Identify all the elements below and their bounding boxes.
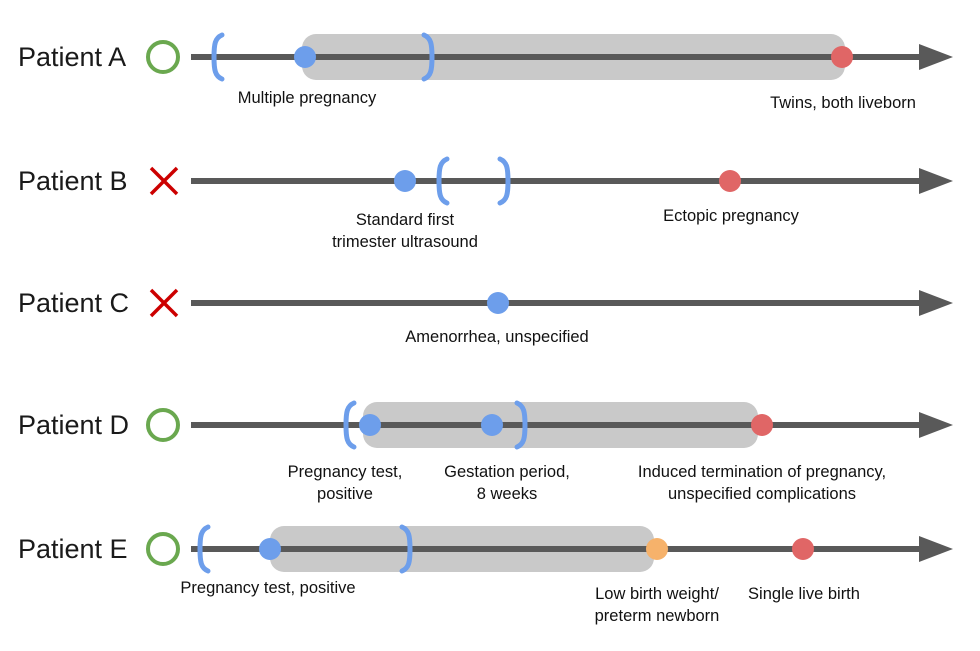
patient-label: Patient C [18,288,130,318]
outcome-dot [792,538,814,560]
outcome-dot [719,170,741,192]
timeline-line [191,54,919,60]
patient-label: Patient E [18,534,128,564]
patient-label: Patient B [18,166,128,196]
event-label: Induced termination of pregnancy, unspec… [637,463,887,503]
arrowhead-icon [919,44,953,70]
bracket-close-icon [512,399,530,451]
arrowhead-icon [919,290,953,316]
event-label: Pregnancy test, positive [287,463,403,503]
patient-label: Patient D [18,410,130,440]
event-label: Pregnancy test, positive [180,579,356,597]
event-label: Gestation period, 8 weeks [444,463,570,503]
green-circle-icon [145,39,181,75]
bracket-open-icon [195,523,213,575]
event-dot [481,414,503,436]
arrowhead-icon [919,168,953,194]
event-dot [359,414,381,436]
event-dot [394,170,416,192]
bracket-open-icon [209,31,227,83]
event-label: Ectopic pregnancy [663,207,799,225]
red-x-icon [146,163,182,199]
timeline-line [191,300,919,306]
event-label: Standard first trimester ultrasound [332,211,478,251]
bracket-close-icon [397,523,415,575]
event-label: Single live birth [748,585,860,603]
outcome-dot [831,46,853,68]
event-label: Amenorrhea, unspecified [405,328,589,346]
bracket-open-icon [434,155,452,207]
patient-label: Patient A [18,42,127,72]
event-dot [259,538,281,560]
timeline-line [191,546,919,552]
arrowhead-icon [919,536,953,562]
event-dot [487,292,509,314]
event-label: Twins, both liveborn [770,94,916,112]
red-x-icon [146,285,182,321]
event-label: Multiple pregnancy [237,89,377,107]
outcome-dot [751,414,773,436]
bracket-close-icon [495,155,513,207]
event-label: Low birth weight/ preterm newborn [594,585,720,625]
bracket-close-icon [419,31,437,83]
green-circle-icon [145,531,181,567]
timeline-line [191,422,919,428]
green-circle-icon [145,407,181,443]
event-dot [646,538,668,560]
event-dot [294,46,316,68]
arrowhead-icon [919,412,953,438]
timeline-line [191,178,919,184]
bracket-open-icon [341,399,359,451]
